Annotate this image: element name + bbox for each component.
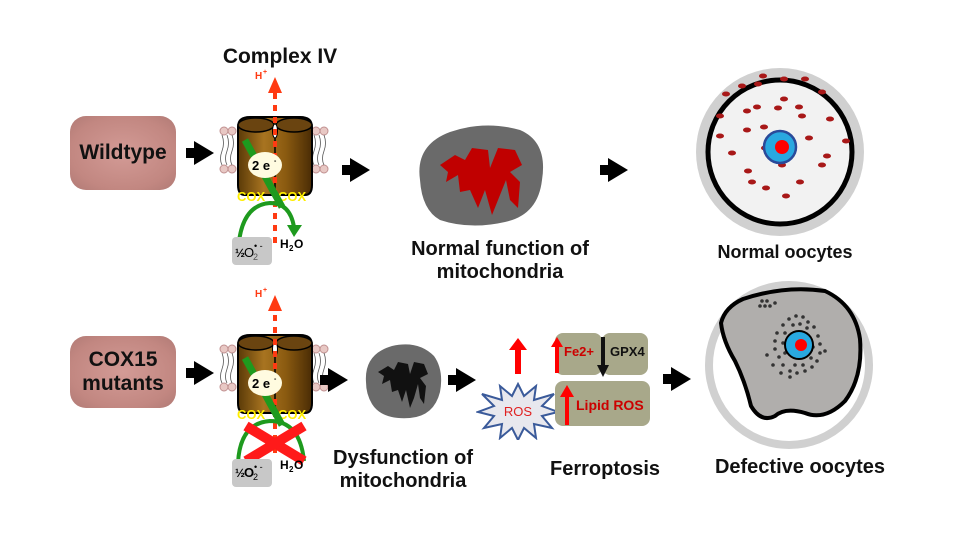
- arrow-right-icon: [600, 158, 628, 182]
- increase-arrow-icon: [551, 337, 563, 373]
- increase-arrow-icon: [509, 338, 527, 374]
- svg-text:2 e: 2 e: [252, 376, 270, 391]
- ferroptosis-label: Ferroptosis: [549, 458, 661, 480]
- nucleolus: [775, 140, 789, 154]
- fe2-box: [555, 333, 602, 375]
- ros-burst: ROS: [476, 382, 560, 440]
- arrow-right-icon: [342, 158, 370, 182]
- block-x-icon: [243, 421, 307, 466]
- oocyte-normal-label: Normal oocytes: [717, 242, 853, 262]
- svg-text:O: O: [294, 237, 303, 251]
- mitochondria-normal-label: Normal function of mitochondria: [411, 238, 589, 283]
- svg-text:+: +: [263, 287, 267, 294]
- arrow-right-icon: [663, 367, 691, 391]
- svg-text:2: 2: [253, 252, 258, 262]
- svg-text:H: H: [280, 458, 289, 472]
- svg-text:2: 2: [289, 244, 294, 253]
- svg-text:O: O: [244, 465, 254, 480]
- svg-text:+: +: [263, 69, 267, 76]
- svg-text:2: 2: [253, 472, 258, 482]
- svg-text:O: O: [294, 458, 303, 472]
- mitochondria-normal: [419, 125, 544, 226]
- lipid-ros-label: Lipid ROS: [576, 397, 644, 413]
- genotype-box-wildtype: Wildtype: [70, 116, 176, 190]
- cox-label: COX: [278, 407, 307, 422]
- nucleolus: [795, 339, 807, 351]
- svg-text:½: ½: [235, 466, 245, 480]
- svg-text:H: H: [280, 237, 289, 251]
- proton-arrow-icon: [268, 77, 282, 93]
- cox-label: COX: [237, 189, 266, 204]
- arrow-right-icon: [448, 368, 476, 392]
- fe2-label: Fe2+: [564, 344, 594, 359]
- svg-text:-: -: [274, 158, 277, 165]
- arrow-right-icon: [186, 141, 214, 165]
- svg-text:2 e: 2 e: [252, 158, 270, 173]
- mitochondria-dysfunction-label: Dysfunction of mitochondria: [333, 447, 473, 492]
- oocyte-defective: [705, 281, 873, 449]
- genotype-label: COX15: [88, 347, 158, 371]
- genotype-box-cox15-mutants: COX15 mutants: [70, 336, 176, 408]
- svg-text:-: -: [274, 376, 277, 383]
- oocyte-normal: [696, 68, 864, 236]
- svg-text:O: O: [244, 245, 254, 260]
- increase-arrow-icon: [560, 385, 574, 425]
- cox-label: COX: [278, 189, 307, 204]
- complex-iv-wildtype: COX COX H + 2 e - ½ O 2 • - H 2 O: [219, 69, 329, 265]
- svg-text:2: 2: [289, 465, 294, 474]
- genotype-label: mutants: [82, 372, 164, 395]
- mitochondria-dysfunction: [365, 344, 442, 419]
- svg-text:½: ½: [235, 246, 245, 260]
- arrow-right-icon: [320, 368, 348, 392]
- ros-label: ROS: [504, 404, 533, 419]
- gpx4-label: GPX4: [610, 344, 645, 359]
- arrow-right-icon: [186, 361, 214, 385]
- oocyte-defective-label: Defective oocytes: [714, 456, 886, 478]
- svg-text:• -: • -: [254, 241, 263, 251]
- gpx4-box: [602, 333, 648, 375]
- lipid-ros-box: [555, 381, 650, 426]
- svg-text:H: H: [255, 289, 262, 300]
- proton-arrow-icon: [268, 295, 282, 311]
- complex-iv-mutant: COX COX H + 2 e - ½ O 2 • - H 2 O: [219, 287, 329, 487]
- complex-iv-title: Complex IV: [222, 45, 338, 68]
- svg-text:H: H: [255, 71, 262, 82]
- cox-label: COX: [237, 407, 266, 422]
- svg-text:• -: • -: [254, 462, 263, 472]
- decrease-arrow-icon: [597, 337, 609, 377]
- genotype-label: Wildtype: [79, 140, 167, 164]
